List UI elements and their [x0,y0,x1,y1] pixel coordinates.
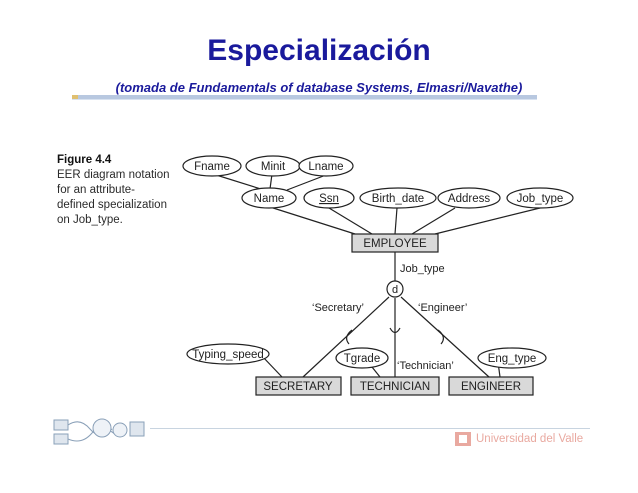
attr-fname: Fname [182,155,242,177]
entity-technician: TECHNICIAN [350,376,440,396]
attr-fname-label: Fname [194,161,230,173]
attr-tgrade: Tgrade [335,347,389,369]
footer-divider [150,428,590,429]
attr-lname: Lname [298,155,354,177]
title-underline [72,95,537,100]
attr-minit-label: Minit [261,161,286,173]
university-brand: Universidad del Valle [455,430,583,448]
disjoint-symbol: d [392,284,398,296]
attr-address: Address [437,187,501,209]
attr-ssn-label: Ssn [319,193,339,205]
caption-line-3: defined specialization [57,199,167,211]
attr-lname-label: Lname [308,161,343,173]
engineer-value-label: ‘Engineer’ [418,302,467,314]
attr-tgrade-label: Tgrade [344,353,380,365]
secretary-value-label: ‘Secretary’ [312,302,364,314]
attr-job-type: Job_type [506,187,574,209]
disjoint-circle: d [386,280,404,298]
attr-job-type-label: Job_type [517,193,564,205]
specialization-attribute-label: Job_type [400,263,445,275]
attr-typing-speed: Typing_speed [186,343,270,365]
university-logo-icon [455,432,471,446]
footer-decorative-logo [53,418,145,445]
attr-minit: Minit [245,155,301,177]
figure-label: Figure 4.4 [57,154,112,166]
entity-employee: EMPLOYEE [351,233,439,253]
entity-engineer-label: ENGINEER [461,381,521,393]
university-name: Universidad del Valle [476,433,584,445]
attr-typing-speed-label: Typing_speed [192,349,264,361]
technician-value-label: ‘Technician’ [397,360,454,372]
slide-title: Especialización [207,34,431,67]
attr-name: Name [241,187,297,209]
slide-subtitle: (tomada de Fundamentals of database Syst… [115,80,523,95]
entity-technician-label: TECHNICIAN [360,381,430,393]
figure-caption: Figure 4.4 EER diagram notation for an a… [57,153,182,228]
attr-eng-type-label: Eng_type [488,353,537,365]
caption-line-4: on Job_type. [57,214,123,226]
attr-address-label: Address [448,193,490,205]
entity-employee-label: EMPLOYEE [363,238,427,250]
entity-secretary: SECRETARY [255,376,342,396]
caption-line-1: EER diagram notation [57,169,170,181]
entity-engineer: ENGINEER [448,376,534,396]
caption-line-2: for an attribute- [57,184,135,196]
attr-birth-date: Birth_date [359,187,437,209]
attr-ssn: Ssn [303,187,355,209]
attr-eng-type: Eng_type [477,347,547,369]
entity-secretary-label: SECRETARY [263,381,333,393]
attr-name-label: Name [254,193,285,205]
attr-birth-date-label: Birth_date [372,193,424,205]
